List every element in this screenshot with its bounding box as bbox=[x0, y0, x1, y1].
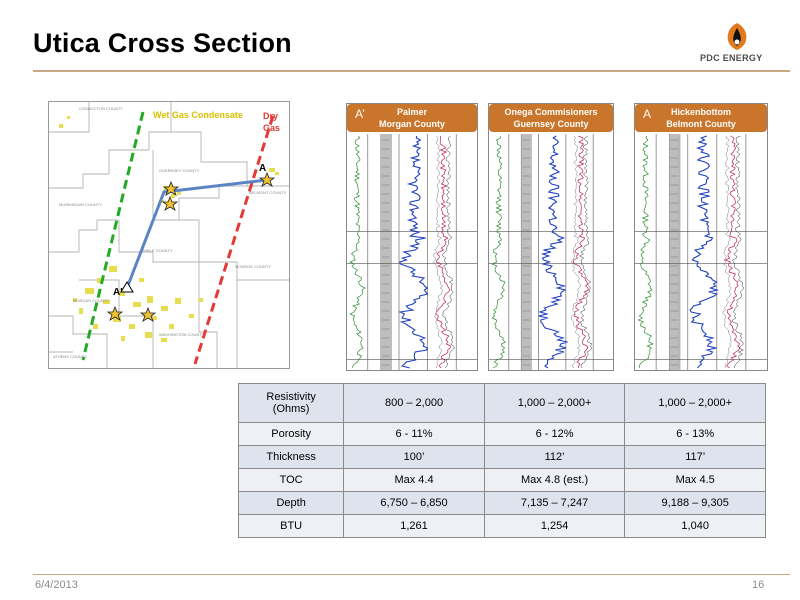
well-star bbox=[139, 306, 157, 322]
well-log-header: A’ Palmer Morgan County bbox=[347, 104, 477, 132]
well-log-header: A Hickenbottom Belmont County bbox=[635, 104, 767, 132]
well-star-a bbox=[258, 171, 276, 187]
well-log-letter: A bbox=[643, 107, 652, 121]
well-log-letter: A’ bbox=[355, 107, 365, 121]
table-cell: 1,254 bbox=[483, 514, 626, 538]
county-label: MUSKINGUM COUNTY bbox=[59, 202, 102, 207]
county-map: Wet Gas Condensate Dry Gas A A' COSHOCTO… bbox=[48, 101, 290, 369]
table-cell: 1,040 bbox=[624, 514, 766, 538]
well-log-title: Onega Commisioners Guernsey County bbox=[504, 107, 598, 129]
county-label: BELMONT COUNTY bbox=[249, 190, 287, 195]
a-prime-marker bbox=[120, 281, 134, 293]
table-cell: 6 - 12% bbox=[483, 422, 626, 446]
county-label: ATHENS COUNTY bbox=[53, 354, 87, 359]
row-label: Resistivity (Ohms) bbox=[237, 383, 345, 423]
point-a-label: A bbox=[259, 163, 267, 174]
row-label: TOC bbox=[237, 468, 345, 492]
dry-gas-label: Dry Gas bbox=[263, 111, 281, 133]
row-label: Thickness bbox=[237, 445, 345, 469]
table-cell: Max 4.8 (est.) bbox=[483, 468, 626, 492]
table-cell: 1,000 – 2,000+ bbox=[483, 383, 626, 423]
well-log-traces bbox=[347, 134, 477, 370]
well-log-traces bbox=[489, 134, 613, 370]
table-cell: 9,188 – 9,305 bbox=[624, 491, 766, 515]
flame-icon bbox=[727, 23, 747, 50]
footer-divider bbox=[33, 574, 790, 575]
table-cell: Max 4.5 bbox=[624, 468, 766, 492]
well-log-title: Hickenbottom Belmont County bbox=[666, 107, 736, 129]
table-cell: 100’ bbox=[343, 445, 485, 469]
county-label: GUERNSEY COUNTY bbox=[159, 168, 200, 173]
header-divider bbox=[33, 70, 790, 72]
wet-gas-boundary-line bbox=[81, 111, 145, 361]
table-cell: 6 - 13% bbox=[624, 422, 766, 446]
table-cell: 6,750 – 6,850 bbox=[343, 491, 485, 515]
well-star bbox=[106, 305, 124, 321]
footer-date: 6/4/2013 bbox=[35, 579, 78, 591]
table-cell: 1,000 – 2,000+ bbox=[624, 383, 766, 423]
well-log-title: Palmer Morgan County bbox=[379, 107, 445, 129]
point-a-prime-label: A' bbox=[113, 287, 123, 298]
logo-text: PDC ENERGY bbox=[700, 53, 763, 63]
well-log-palmer: A’ Palmer Morgan County bbox=[346, 103, 478, 371]
county-label: MORGAN COUNTY bbox=[73, 298, 109, 303]
county-label: COSHOCTON COUNTY bbox=[79, 106, 123, 111]
well-log-header: Onega Commisioners Guernsey County bbox=[489, 104, 613, 132]
cross-section-line bbox=[125, 178, 268, 289]
row-label: BTU bbox=[237, 514, 345, 538]
well-log-hickenbottom: A Hickenbottom Belmont County bbox=[634, 103, 768, 371]
table-cell: 117’ bbox=[624, 445, 766, 469]
table-cell: 1,261 bbox=[343, 514, 485, 538]
well-log-onega: Onega Commisioners Guernsey County bbox=[488, 103, 614, 371]
well-star bbox=[162, 180, 180, 196]
table-cell: 800 – 2,000 bbox=[343, 383, 485, 423]
pdc-energy-logo bbox=[689, 20, 789, 70]
row-label: Depth bbox=[237, 491, 345, 515]
page-number: 16 bbox=[752, 579, 765, 591]
county-label: MONROE COUNTY bbox=[235, 264, 271, 269]
table-cell: Max 4.4 bbox=[343, 468, 485, 492]
table-cell: 7,135 – 7,247 bbox=[483, 491, 626, 515]
well-star bbox=[161, 195, 179, 211]
county-label: NOBLE COUNTY bbox=[141, 248, 173, 253]
county-label: WASHINGTON COUNTY bbox=[159, 332, 205, 337]
table-cell: 112’ bbox=[483, 445, 626, 469]
row-label: Porosity bbox=[237, 422, 345, 446]
table-cell: 6 - 11% bbox=[343, 422, 485, 446]
dry-gas-boundary-line bbox=[193, 115, 275, 365]
page-title: Utica Cross Section bbox=[33, 28, 292, 58]
wet-gas-label: Wet Gas Condensate bbox=[153, 110, 243, 120]
well-log-traces bbox=[635, 134, 767, 370]
